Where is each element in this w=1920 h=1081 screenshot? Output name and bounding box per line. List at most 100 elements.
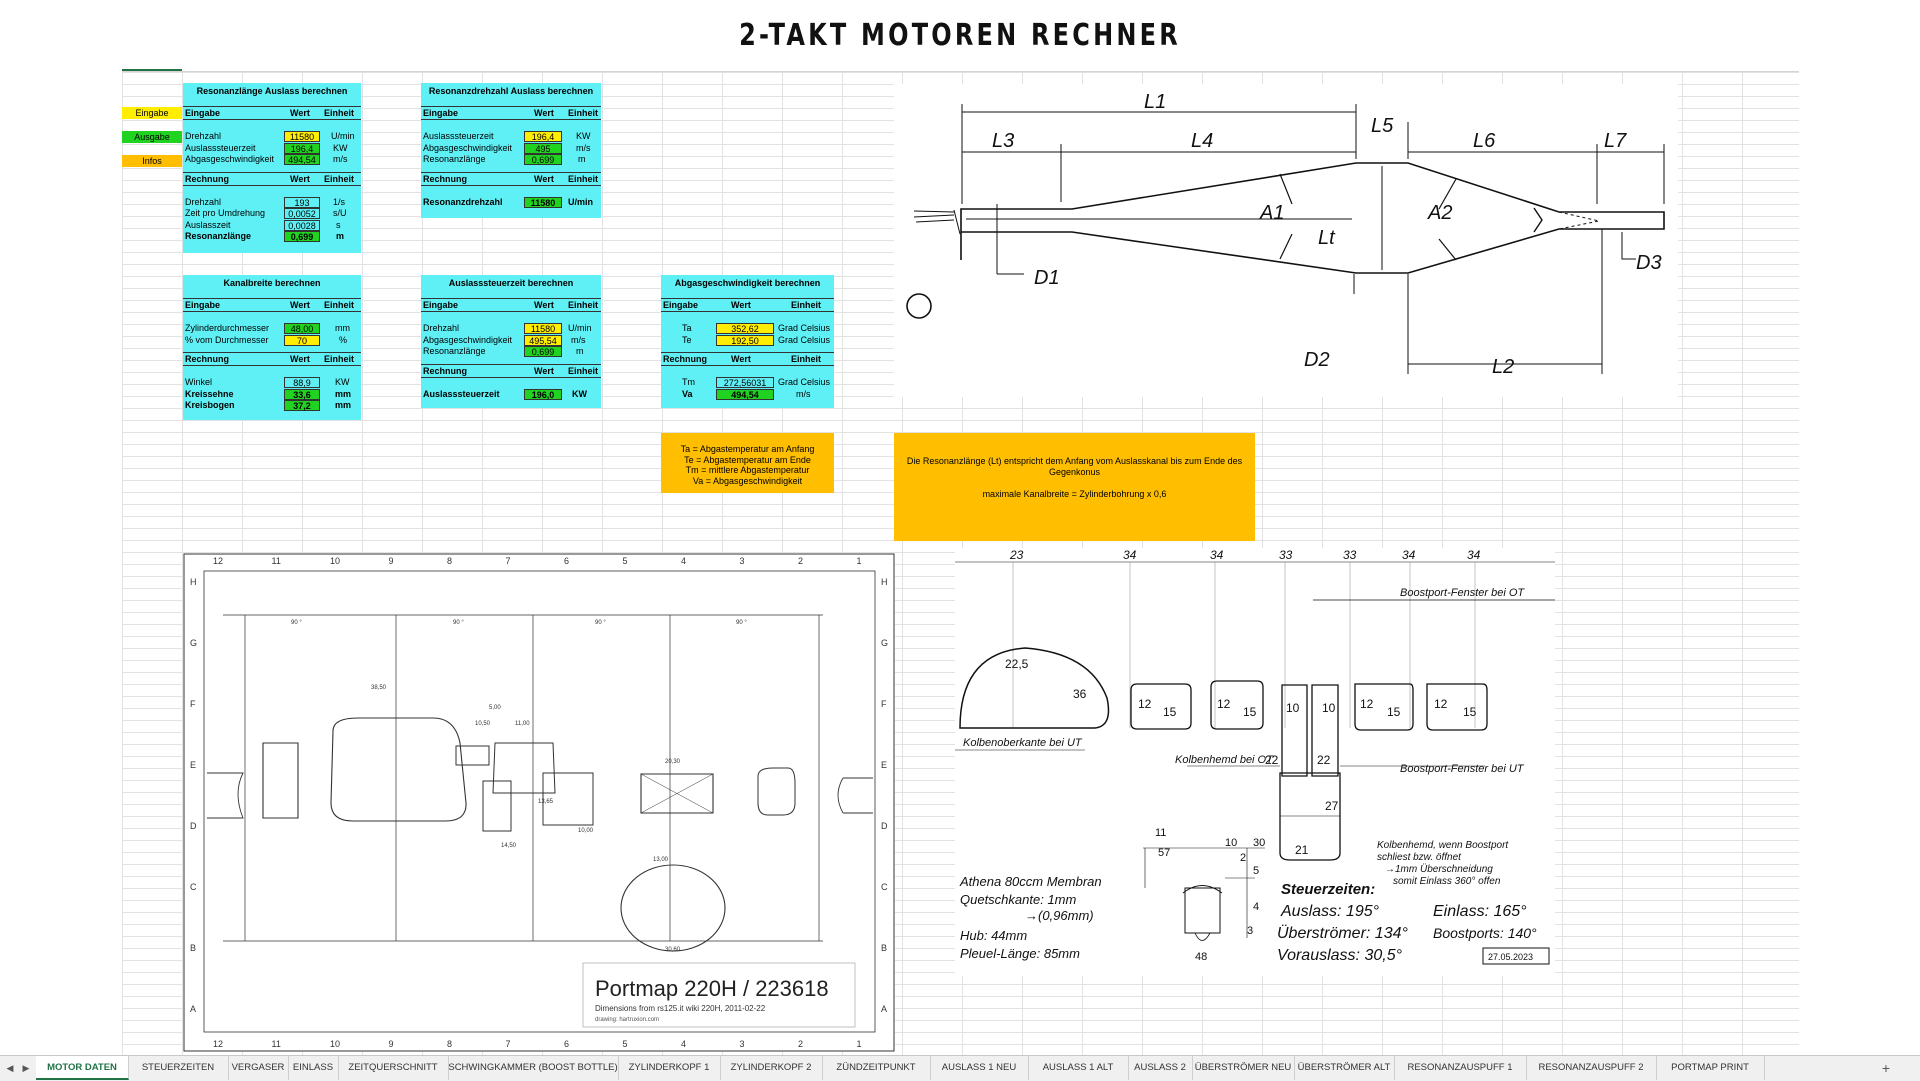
label-lt: Lt <box>1318 227 1336 249</box>
port-sketch: 23 34 34 33 33 34 34 Boostport-Fenster b… <box>955 548 1555 976</box>
tab-resonanzauspuff-2[interactable]: RESONANZAUSPUFF 2 <box>1526 1056 1657 1080</box>
svg-text:5,00: 5,00 <box>489 705 501 711</box>
label-l3: L3 <box>992 130 1014 152</box>
svg-text:22: 22 <box>1317 753 1331 767</box>
tab-zeitquerschnitt[interactable]: ZEITQUERSCHNITT <box>338 1056 449 1080</box>
portmap-row-letter: D <box>190 821 197 831</box>
next-sheet-icon[interactable]: ▶ <box>22 1063 30 1073</box>
tab-zylinderkopf-1[interactable]: ZYLINDERKOPF 1 <box>618 1056 721 1080</box>
portmap-subtitle: Dimensions from rs125.it wiki 220H, 2011… <box>595 1004 766 1013</box>
portmap-row-letter: A <box>190 1004 196 1014</box>
prev-sheet-icon[interactable]: ◀ <box>6 1063 14 1073</box>
output-cell[interactable]: 196,4 <box>284 142 320 154</box>
tab-auslass-1-neu[interactable]: AUSLASS 1 NEU <box>930 1056 1029 1080</box>
tab-schwingkammer-boost-bottle[interactable]: SCHWINGKAMMER (BOOST BOTTLE) <box>448 1056 619 1080</box>
input-cell[interactable]: 192,50 <box>716 334 774 346</box>
svg-text:34: 34 <box>1402 548 1416 562</box>
label-l7: L7 <box>1604 130 1627 152</box>
output-cell[interactable]: 48,00 <box>284 323 320 334</box>
svg-text:27: 27 <box>1325 799 1339 813</box>
output-cell[interactable]: 0,699 <box>284 231 320 242</box>
svg-text:12: 12 <box>1138 697 1152 711</box>
portmap-col-number: 9 <box>389 556 394 566</box>
portmap-row-letter: E <box>881 760 887 770</box>
input-cell[interactable]: 495,54 <box>524 334 562 346</box>
svg-text:48: 48 <box>1195 951 1207 963</box>
label-l2: L2 <box>1492 356 1514 378</box>
portmap-row-letter: B <box>190 943 196 953</box>
value-cell[interactable]: 272,56031 <box>716 377 774 388</box>
input-cell[interactable]: 11580 <box>284 131 320 142</box>
svg-text:90 °: 90 ° <box>291 620 302 626</box>
svg-text:33: 33 <box>1279 548 1293 562</box>
tab-auslass-2[interactable]: AUSLASS 2 <box>1128 1056 1193 1080</box>
svg-text:13,65: 13,65 <box>538 799 554 805</box>
value-cell[interactable]: 0,0052 <box>284 208 320 219</box>
tab-zylinderkopf-2[interactable]: ZYLINDERKOPF 2 <box>720 1056 823 1080</box>
portmap-col-number: 12 <box>213 1039 223 1049</box>
portmap-row-letter: B <box>881 943 887 953</box>
portmap-row-letter: G <box>190 638 197 648</box>
input-cell[interactable]: 352,62 <box>716 323 774 334</box>
svg-text:11,00: 11,00 <box>515 721 530 727</box>
tab-zündzeitpunkt[interactable]: ZÜNDZEITPUNKT <box>822 1056 931 1080</box>
svg-text:Boostports: 140°: Boostports: 140° <box>1433 925 1537 941</box>
input-cell[interactable]: 196,4 <box>524 131 562 142</box>
output-cell[interactable]: 0,699 <box>524 346 562 357</box>
output-cell[interactable]: 0,699 <box>524 154 562 165</box>
value-cell[interactable]: 88,9 <box>284 377 320 388</box>
svg-text:15: 15 <box>1387 705 1401 719</box>
svg-text:schliest bzw. öffnet: schliest bzw. öffnet <box>1377 852 1462 863</box>
portmap-col-number: 10 <box>330 1039 340 1049</box>
value-cell[interactable]: 0,0028 <box>284 219 320 231</box>
label-l1: L1 <box>1144 91 1166 113</box>
tab-steuerzeiten[interactable]: STEUERZEITEN <box>128 1056 229 1080</box>
tab-vergaser[interactable]: VERGASER <box>228 1056 289 1080</box>
svg-text:22: 22 <box>1265 753 1279 767</box>
tab-auslass-1-alt[interactable]: AUSLASS 1 ALT <box>1028 1056 1129 1080</box>
tab-einlass[interactable]: EINLASS <box>288 1056 339 1080</box>
output-cell[interactable]: 494,54 <box>284 154 320 165</box>
legend-eingabe: Eingabe <box>122 107 182 119</box>
header-value: Wert <box>290 108 310 118</box>
output-cell[interactable]: 494,54 <box>716 388 774 400</box>
tab-portmap-print[interactable]: PORTMAP PRINT <box>1656 1056 1765 1080</box>
output-cell[interactable]: 37,2 <box>284 400 320 411</box>
svg-text:22,5: 22,5 <box>1005 657 1029 671</box>
input-cell[interactable]: 11580 <box>524 323 562 334</box>
label-d2: D2 <box>1304 349 1330 371</box>
svg-text:23: 23 <box>1009 548 1024 562</box>
tab-motor-daten[interactable]: MOTOR DATEN <box>36 1056 129 1080</box>
output-cell[interactable]: 11580 <box>524 196 562 208</box>
svg-text:Kolbenoberkante bei UT: Kolbenoberkante bei UT <box>963 737 1083 749</box>
value-cell[interactable]: 193 <box>284 196 320 208</box>
output-cell[interactable]: 196,0 <box>524 388 562 400</box>
tab-überströmer-neu[interactable]: ÜBERSTRÖMER NEU <box>1192 1056 1295 1080</box>
svg-text:12: 12 <box>1434 697 1448 711</box>
portmap-col-number: 8 <box>447 1039 452 1049</box>
portmap-col-number: 12 <box>213 556 223 566</box>
svg-text:Hub: 44mm: Hub: 44mm <box>960 928 1027 943</box>
input-cell[interactable]: 70 <box>284 334 320 346</box>
output-cell[interactable]: 495 <box>524 142 562 154</box>
output-cell[interactable]: 33,6 <box>284 388 320 400</box>
portmap-col-number: 1 <box>857 1039 862 1049</box>
tab-resonanzauspuff-1[interactable]: RESONANZAUSPUFF 1 <box>1394 1056 1527 1080</box>
tab-überströmer-alt[interactable]: ÜBERSTRÖMER ALT <box>1294 1056 1395 1080</box>
svg-text:11: 11 <box>1155 827 1166 839</box>
svg-text:57: 57 <box>1158 847 1170 859</box>
portmap-col-number: 9 <box>389 1039 394 1049</box>
portmap-row-letter: D <box>881 821 888 831</box>
add-sheet-button[interactable]: + <box>1881 1060 1891 1076</box>
svg-text:34: 34 <box>1123 548 1137 562</box>
